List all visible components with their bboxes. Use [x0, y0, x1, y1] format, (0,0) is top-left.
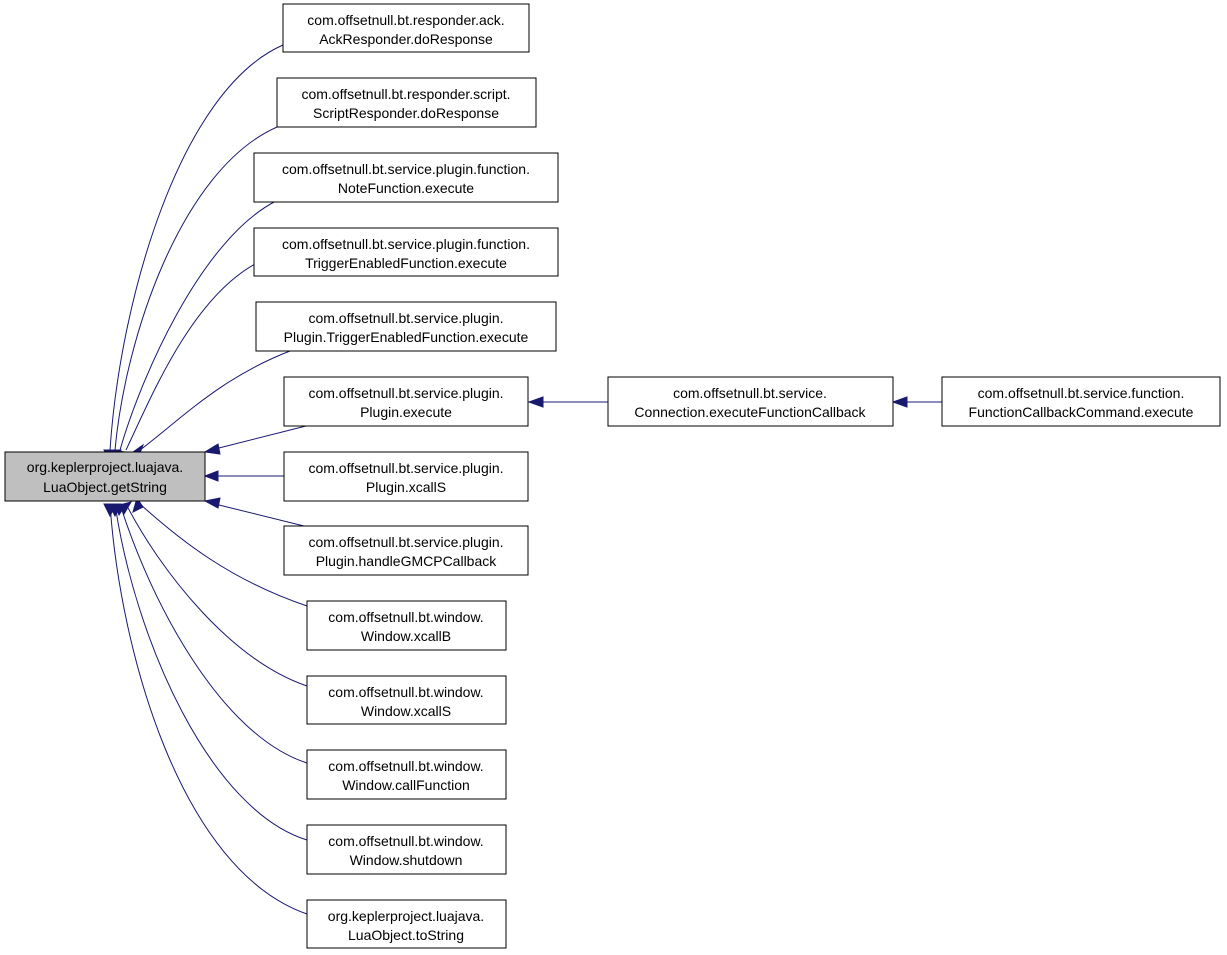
node-caller-luaobject-tostring[interactable]: org.keplerproject.luajava. LuaObject.toS…: [306, 899, 507, 949]
node-caller-notefunction[interactable]: com.offsetnull.bt.service.plugin.functio…: [253, 152, 559, 203]
node-caller-plugin-xcalls[interactable]: com.offsetnull.bt.service.plugin. Plugin…: [283, 451, 529, 502]
node-caller-plugin-execute[interactable]: com.offsetnull.bt.service.plugin. Plugin…: [283, 376, 529, 427]
edge-triggerenabledfunction: [125, 263, 256, 451]
node-label-line1: com.offsetnull.bt.responder.script.: [301, 86, 510, 102]
node-chain-functioncallbackcommand-execute[interactable]: com.offsetnull.bt.service.function. Func…: [941, 376, 1221, 427]
node-caller-plugin-triggerenabledfunction[interactable]: com.offsetnull.bt.service.plugin. Plugin…: [255, 301, 557, 352]
node-label-line2: Connection.executeFunctionCallback: [634, 404, 866, 420]
edge-window-callfunction: [119, 503, 308, 764]
node-label-line1: org.keplerproject.luajava.: [27, 459, 183, 475]
node-label-line2: Window.callFunction: [342, 777, 470, 793]
node-label-line1: com.offsetnull.bt.window.: [328, 758, 483, 774]
diagram-nodes: org.keplerproject.luajava. LuaObject.get…: [4, 3, 1221, 949]
edge-plugin-handlegmcp: [214, 503, 305, 527]
arrowhead-icon: [203, 443, 221, 455]
node-caller-window-xcallb[interactable]: com.offsetnull.bt.window. Window.xcallB: [306, 600, 507, 651]
arrowhead-icon: [203, 497, 221, 509]
edge-window-shutdown: [114, 503, 308, 841]
node-focus[interactable]: org.keplerproject.luajava. LuaObject.get…: [4, 451, 206, 502]
arrowhead-icon: [527, 396, 544, 408]
arrowhead-icon: [132, 496, 144, 513]
node-label-line1: com.offsetnull.bt.window.: [328, 609, 483, 625]
node-label-line1: com.offsetnull.bt.service.plugin.: [308, 385, 503, 401]
node-label-line1: com.offsetnull.bt.service.: [673, 385, 827, 401]
edge-notefunction: [119, 200, 277, 451]
node-label-line2: TriggerEnabledFunction.execute: [305, 255, 507, 271]
arrowhead-icon: [891, 396, 908, 408]
node-label-line1: com.offsetnull.bt.responder.ack.: [307, 12, 504, 28]
node-label-line1: org.keplerproject.luajava.: [328, 908, 484, 924]
node-label-line1: com.offsetnull.bt.service.plugin.: [308, 534, 503, 550]
arrowhead-icon: [203, 470, 219, 482]
node-label-line2: ScriptResponder.doResponse: [313, 105, 499, 121]
node-label-line2: NoteFunction.execute: [338, 180, 474, 196]
arrowhead-icon: [103, 503, 117, 518]
node-label-line2: LuaObject.toString: [348, 927, 464, 943]
node-label-line2: FunctionCallbackCommand.execute: [969, 404, 1194, 420]
call-edges: [109, 44, 942, 915]
edge-luaobject-tostring: [109, 503, 308, 915]
node-label-line1: com.offsetnull.bt.service.plugin.functio…: [282, 236, 530, 252]
node-caller-triggerenabledfunction[interactable]: com.offsetnull.bt.service.plugin.functio…: [253, 227, 559, 277]
node-label-line2: Window.xcallB: [361, 628, 451, 644]
edge-window-xcalls: [125, 503, 308, 687]
node-caller-window-callfunction[interactable]: com.offsetnull.bt.window. Window.callFun…: [306, 749, 507, 800]
edge-plugin-execute: [214, 425, 307, 450]
edge-window-xcallb: [139, 503, 308, 607]
node-label-line1: com.offsetnull.bt.window.: [328, 684, 483, 700]
node-caller-ackresponder[interactable]: com.offsetnull.bt.responder.ack. AckResp…: [282, 3, 530, 53]
edge-scriptresponder: [114, 126, 278, 451]
node-label-line2: Window.shutdown: [350, 852, 463, 868]
edge-ackresponder: [109, 44, 284, 451]
node-label-line1: com.offsetnull.bt.service.plugin.functio…: [282, 161, 530, 177]
node-caller-scriptresponder[interactable]: com.offsetnull.bt.responder.script. Scri…: [276, 77, 537, 128]
node-label-line1: com.offsetnull.bt.service.function.: [978, 385, 1185, 401]
node-label-line1: com.offsetnull.bt.service.plugin.: [308, 310, 503, 326]
edge-plugin-triggerenabledfunction: [139, 350, 291, 451]
node-label-line2: Plugin.TriggerEnabledFunction.execute: [284, 329, 529, 345]
node-label-line2: Window.xcallS: [361, 703, 451, 719]
node-label-line2: LuaObject.getString: [43, 479, 167, 495]
node-caller-plugin-handlegmcpcallback[interactable]: com.offsetnull.bt.service.plugin. Plugin…: [283, 525, 529, 576]
node-label-line1: com.offsetnull.bt.service.plugin.: [308, 460, 503, 476]
node-chain-connection-executefunctioncallback[interactable]: com.offsetnull.bt.service. Connection.ex…: [607, 376, 894, 427]
node-label-line2: Plugin.execute: [360, 404, 452, 420]
node-caller-window-shutdown[interactable]: com.offsetnull.bt.window. Window.shutdow…: [306, 824, 507, 875]
node-label-line1: com.offsetnull.bt.window.: [328, 833, 483, 849]
node-label-line2: Plugin.handleGMCPCallback: [316, 553, 498, 569]
node-label-line2: Plugin.xcallS: [366, 479, 446, 495]
node-label-line2: AckResponder.doResponse: [319, 31, 493, 47]
node-caller-window-xcalls[interactable]: com.offsetnull.bt.window. Window.xcallS: [306, 675, 507, 725]
